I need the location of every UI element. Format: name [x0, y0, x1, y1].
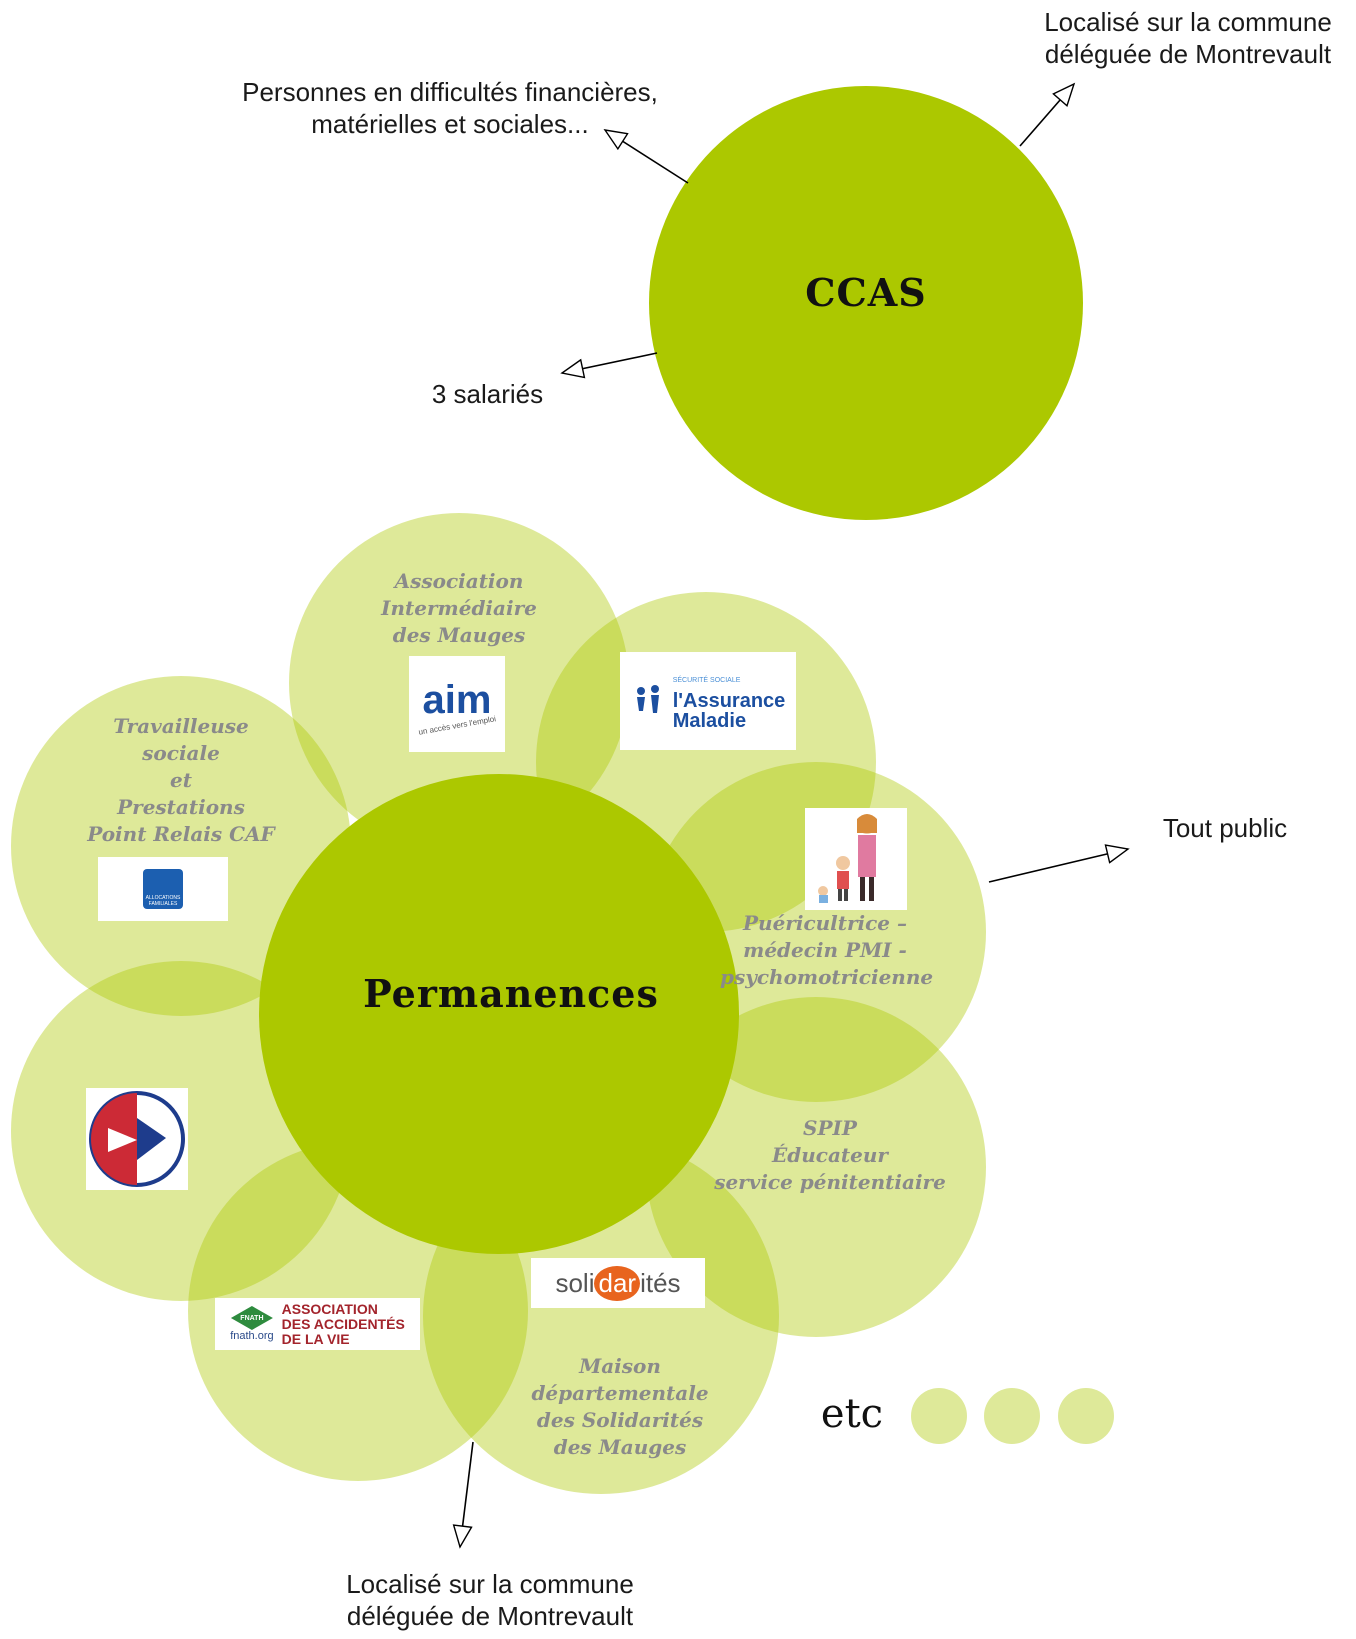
- permanences-audience-text: Tout public: [1162, 813, 1288, 843]
- ccas-public-arrow: [605, 130, 689, 184]
- mds-line2: des Solidarités: [536, 1408, 704, 1432]
- assurance-maladie-logo: SÉCURITÉ SOCIALE l'Assurance Maladie: [620, 652, 796, 750]
- caf-logo-text2: FAMILIALES: [148, 901, 178, 907]
- aim-logo-text: aim: [422, 677, 492, 722]
- ccas-location-arrow: [1019, 84, 1074, 147]
- solidarites-logo-a: soli: [555, 1267, 595, 1298]
- mds-line3: des Mauges: [553, 1435, 687, 1459]
- caf-logo-text1: ALLOCATIONS: [145, 895, 181, 901]
- permanences-circle: [259, 774, 739, 1254]
- aim-line1: Association Intermédiaire: [381, 569, 537, 620]
- ccas-public-line2: matérielles et sociales...: [311, 109, 589, 139]
- pmi-label: Puéricultrice – médecin PMI - psychomotr…: [720, 910, 934, 991]
- assurance-logo-line1: l'Assurance: [672, 690, 786, 712]
- pmi-line3: psychomotricienne: [720, 965, 934, 989]
- solidarites-logo-c: ités: [640, 1267, 681, 1298]
- ccas-staff-text: 3 salariés: [431, 379, 544, 409]
- permanences-location-arrow: [460, 1441, 474, 1547]
- assurance-logo-tag: SÉCURITÉ SOCIALE: [672, 677, 741, 684]
- fnath-logo-site: fnath.org: [230, 1330, 274, 1342]
- fnath-logo-line1: ASSOCIATION: [281, 1300, 378, 1317]
- ccas-location-line2: déléguée de Montrevault: [1044, 39, 1332, 69]
- ccas-location-line1: Localisé sur la commune: [1044, 7, 1332, 37]
- spip-label: SPIP Éducateur service pénitentiaire: [710, 1115, 950, 1196]
- permanences-location-text: Localisé sur la commune déléguée de Mont…: [300, 1568, 680, 1632]
- assurance-figures-icon: [636, 685, 659, 713]
- bubble-caf: [11, 676, 351, 1016]
- conciliateurs-logo: [86, 1088, 188, 1190]
- mds-label: Maison départementale des Solidarités de…: [490, 1353, 750, 1461]
- ccas-staff-arrow: [562, 352, 658, 373]
- pmi-line2: médecin PMI -: [743, 938, 907, 962]
- ccas-title: CCAS: [805, 270, 927, 315]
- spip-line3: service pénitentiaire: [714, 1170, 946, 1194]
- caf-label: Travailleuse sociale et Prestations Poin…: [76, 713, 286, 848]
- ccas-circle: [649, 86, 1083, 520]
- pmi-line1: Puéricultrice –: [743, 911, 907, 935]
- ccas-public-text: Personnes en difficultés financières, ma…: [200, 76, 700, 140]
- caf-line3: Prestations: [117, 795, 245, 819]
- permanences-title: Permanences: [363, 971, 659, 1016]
- fnath-logo-line2: DES ACCIDENTÉS: [281, 1315, 405, 1332]
- assurance-logo-line2: Maladie: [672, 710, 747, 732]
- bubble-spip: [646, 997, 986, 1337]
- caf-logo: ALLOCATIONS FAMILIALES: [98, 857, 228, 921]
- ccas-public-line1: Personnes en difficultés financières,: [242, 77, 658, 107]
- solidarites-logo-b: dar: [594, 1265, 641, 1301]
- fnath-logo: FNATH fnath.org ASSOCIATION DES ACCIDENT…: [215, 1298, 420, 1350]
- etc-dot-3: [1058, 1388, 1114, 1444]
- etc-label: etc: [820, 1391, 884, 1437]
- aim-logo: aim un accès vers l'emploi: [409, 656, 505, 752]
- permanences-location-line1: Localisé sur la commune: [346, 1569, 634, 1599]
- mds-line1: Maison départementale: [531, 1354, 709, 1405]
- etc-dot-2: [984, 1388, 1040, 1444]
- caf-logo-mark: ALLOCATIONS FAMILIALES: [143, 869, 183, 909]
- aim-label: Association Intermédiaire des Mauges: [319, 568, 599, 649]
- permanences-audience-arrow: [988, 849, 1128, 883]
- caf-line2: et: [170, 768, 192, 792]
- family-illustration-icon: [818, 814, 877, 903]
- permanences-location-line2: déléguée de Montrevault: [346, 1601, 634, 1631]
- fnath-logo-line3: DE LA VIE: [281, 1330, 350, 1347]
- spip-line2: Éducateur: [772, 1143, 888, 1167]
- spip-line1: SPIP: [803, 1116, 857, 1140]
- etc-dot-1: [911, 1388, 967, 1444]
- caf-line1: Travailleuse sociale: [113, 714, 249, 765]
- aim-line2: des Mauges: [392, 623, 526, 647]
- ccas-location-text: Localisé sur la commune déléguée de Mont…: [1020, 6, 1356, 70]
- caf-line4: Point Relais CAF: [87, 822, 275, 846]
- fnath-logo-badge: FNATH: [230, 1306, 273, 1330]
- conciliateurs-hands-icon: [89, 1091, 185, 1187]
- pmi-illustration: [805, 808, 907, 910]
